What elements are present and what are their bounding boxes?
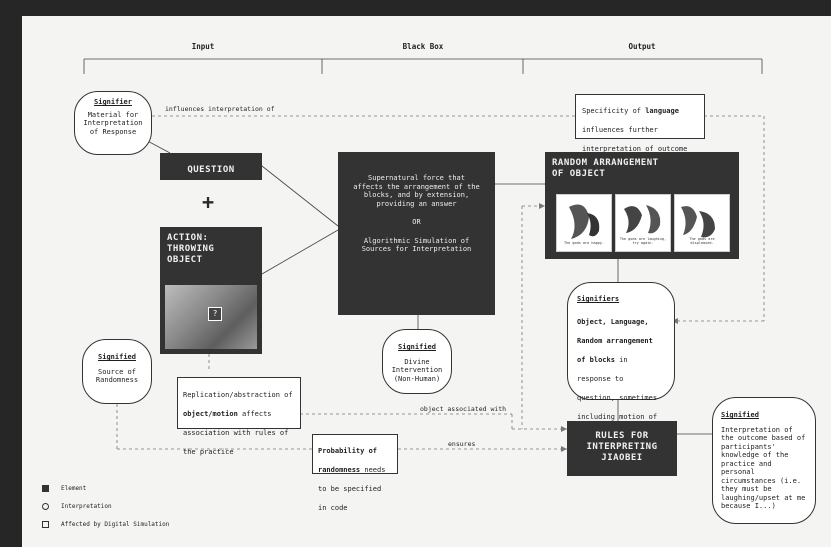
plus-sign: + (202, 190, 215, 214)
header-blackbox: Black Box (402, 42, 444, 51)
legend-element: Element (42, 481, 169, 495)
signified-source-body: Source of Randomness (95, 367, 139, 385)
rules-title: RULES FOR INTERPRETING JIAOBEI (586, 431, 658, 463)
signified-divine-oval: Signified Divine Intervention (Non-Human… (382, 329, 452, 394)
replication-note: Replication/abstraction of object/motion… (177, 377, 301, 456)
random-title: RANDOM ARRANGEMENT OF OBJECT (552, 158, 659, 179)
signifier-title: Signifier (94, 98, 132, 106)
thumb-caption-2: The gods are laughing, try again. (619, 237, 667, 245)
signified-divine-body: Divine Intervention (Non-Human) (391, 357, 443, 383)
signified-source-title: Signified (98, 353, 136, 361)
header-output: Output (628, 42, 656, 51)
action-title: ACTION: THROWING OBJECT (167, 233, 215, 265)
action-block: ACTION: THROWING OBJECT ? (160, 227, 262, 354)
signified-interpretation-body: Interpretation of the outcome based of p… (721, 425, 806, 511)
legend-circle-icon (42, 502, 49, 510)
specificity-note: Specificity of language influences furth… (575, 94, 705, 172)
signified-divine-title: Signified (398, 343, 436, 351)
signified-interpretation-title: Signified (721, 411, 759, 419)
legend-outline-square-icon (42, 520, 49, 528)
block-thumb-1: The gods are happy. (556, 194, 612, 252)
thumb-caption-1: The gods are happy. (563, 241, 605, 245)
header-input: Input (191, 42, 215, 51)
question-mark-icon: ? (208, 307, 222, 321)
influences-label: influences interpretation of (165, 105, 275, 113)
signified-source-oval: Signified Source of Randomness (82, 339, 152, 404)
blackbox-block: Supernatural force that affects the arra… (338, 152, 495, 315)
block-thumb-2: The gods are laughing, try again. (615, 194, 671, 252)
signifiers-oval: Signifiers Object, Language, Random arra… (567, 282, 675, 459)
legend-digital: Affected by Digital Simulation (42, 517, 169, 531)
thumb-caption-3: The gods are displeased. (689, 237, 715, 245)
or-label: OR (412, 218, 421, 226)
block-thumb-3: The gods are displeased. (674, 194, 730, 252)
signifier-body: Material for Interpretation of Response (83, 110, 143, 136)
signifiers-title: Signifiers (577, 295, 620, 303)
legend: Element Interpretation Affected by Digit… (42, 481, 169, 531)
algorithmic-text: Algorithmic Simulation of Sources for In… (361, 236, 472, 254)
object-associated-label: object associated with (420, 405, 507, 413)
legend-filled-square-icon (42, 484, 49, 492)
ensures-label: ensures (448, 440, 476, 448)
hands-photo: ? (165, 285, 257, 349)
question-block: QUESTION (160, 153, 262, 180)
signifier-material-oval: Signifier Material for Interpretation of… (74, 91, 152, 155)
diagram-page: Input Black Box Output Signifier Materia… (22, 16, 831, 547)
signified-interpretation-oval: Signified Interpretation of the outcome … (712, 397, 816, 524)
probability-note: Probability of randomness needs to be sp… (312, 434, 398, 512)
supernatural-text: Supernatural force that affects the arra… (353, 174, 480, 208)
rules-block: RULES FOR INTERPRETING JIAOBEI (567, 421, 677, 476)
legend-interpretation: Interpretation (42, 499, 169, 513)
random-arrangement-block: RANDOM ARRANGEMENT OF OBJECT The gods ar… (545, 152, 739, 259)
